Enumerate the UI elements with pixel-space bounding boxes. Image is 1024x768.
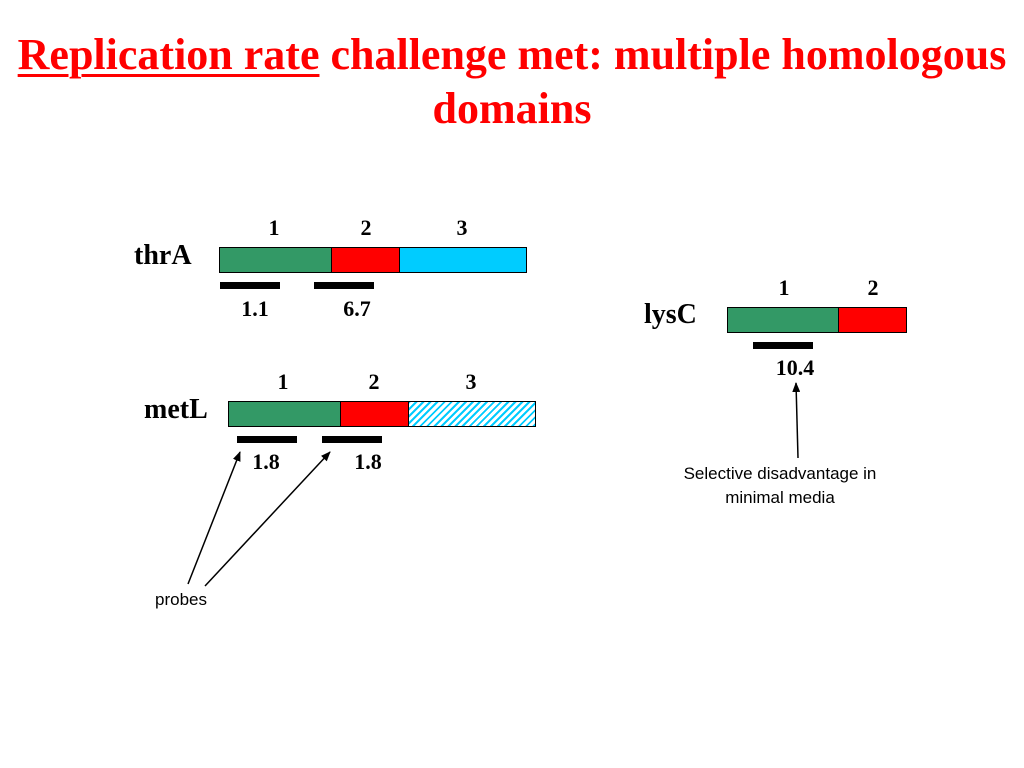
gene-label-thra: thrA xyxy=(134,240,192,271)
metl-domain-number-3: 3 xyxy=(465,369,477,394)
title-underlined-part: Replication rate xyxy=(17,30,320,79)
thra-domain-number-3: 3 xyxy=(456,215,468,240)
thra-domain-3-segment xyxy=(399,247,527,273)
metl-domain-number-2: 2 xyxy=(368,369,380,394)
thra-probe-value-2: 6.7 xyxy=(343,296,371,321)
selective-note-arrow-to-lysc-probe xyxy=(792,382,801,459)
metl-probe-bar-2 xyxy=(322,436,382,443)
lysc-probe-bar-1 xyxy=(753,342,813,349)
metl-domain-3-hatched-segment xyxy=(408,401,536,427)
slide-title: Replication rate challenge met: multiple… xyxy=(0,28,1024,136)
metl-domain-2-segment xyxy=(340,401,409,427)
thra-domain-number-1: 1 xyxy=(268,215,280,240)
lysc-probe-value-1: 10.4 xyxy=(775,355,815,380)
probes-label: probes xyxy=(155,590,207,609)
selective-disadvantage-note: Selective disadvantage in minimal media xyxy=(683,464,877,507)
metl-probe-bar-1 xyxy=(237,436,297,443)
metl-probe-value-2: 1.8 xyxy=(354,449,382,474)
thra-domain-2-segment xyxy=(331,247,400,273)
lysc-domain-2-segment xyxy=(838,307,907,333)
metl-domain-number-1: 1 xyxy=(277,369,289,394)
lysc-domain-number-2: 2 xyxy=(867,275,879,300)
gene-label-lysc: lysC xyxy=(644,299,697,330)
probes-arrow-to-metl-probe-1 xyxy=(187,451,241,585)
lysc-domain-1-segment xyxy=(727,307,839,333)
gene-label-metl: metL xyxy=(144,394,208,425)
thra-domain-number-2: 2 xyxy=(360,215,372,240)
metl-domain-1-segment xyxy=(228,401,341,427)
thra-probe-bar-2 xyxy=(314,282,374,289)
metl-probe-value-1: 1.8 xyxy=(252,449,280,474)
thra-probe-bar-1 xyxy=(220,282,280,289)
title-rest: challenge met: multiple homologous domai… xyxy=(319,30,1007,133)
thra-domain-1-segment xyxy=(219,247,332,273)
lysc-domain-number-1: 1 xyxy=(778,275,790,300)
thra-probe-value-1: 1.1 xyxy=(241,296,269,321)
